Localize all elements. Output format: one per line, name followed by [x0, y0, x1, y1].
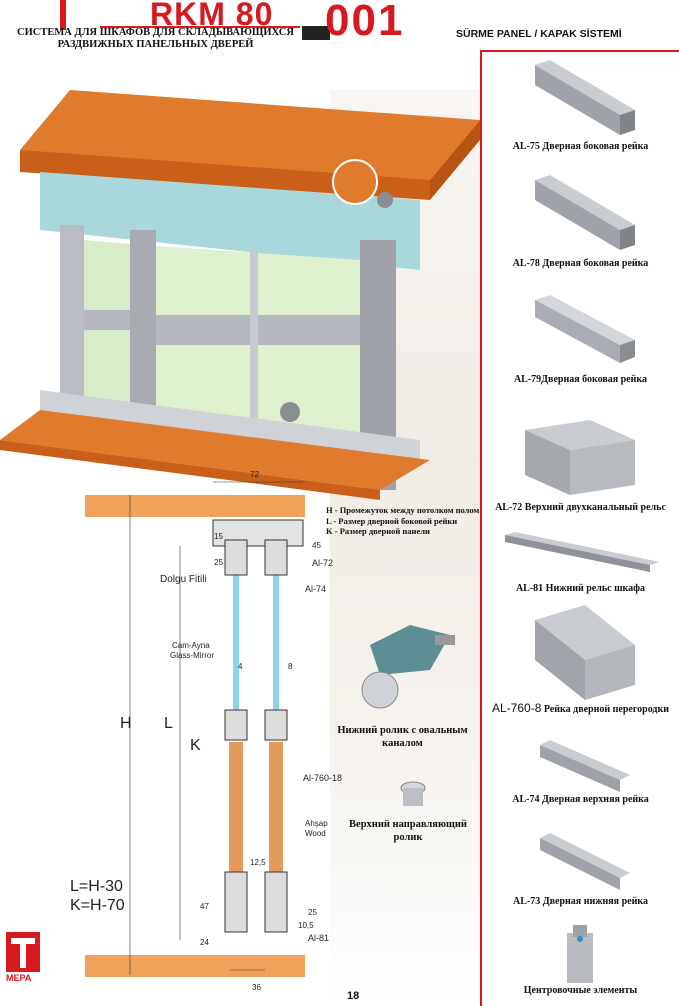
dim-25: 25	[214, 558, 223, 567]
legend-l: L - Размер дверной боковой рейки	[326, 515, 458, 526]
label-wood-tr: Ahşap	[305, 819, 328, 828]
system-title: SÜRME PANEL / KAPAK SİSTEMİ	[456, 28, 622, 40]
product-al79-label: AL-79Дверная боковая рейка	[513, 374, 648, 385]
product-al81-label: AL-81 Нижний рельс шкафа	[515, 583, 646, 594]
cabinet-illustration	[0, 90, 480, 500]
al72-image	[525, 420, 635, 495]
label-glass-tr: Cam-Ayna	[172, 641, 210, 650]
dim-36: 36	[252, 983, 261, 992]
section-drawing	[85, 481, 305, 977]
product-al74-label: AL-74 Дверная верхняя рейка	[512, 794, 649, 805]
page-subtitle: СИСТЕМА ДЛЯ ШКАФОВ ДЛЯ СКЛАДЫВАЮЩИХСЯ РА…	[17, 27, 294, 50]
dim-4: 4	[238, 662, 243, 671]
caption-upper-roller: Верхний направляющий ролик	[349, 819, 467, 843]
label-H: H	[120, 715, 132, 732]
label-wood-en: Wood	[305, 829, 326, 838]
dim-10-5: 10,5	[298, 921, 314, 930]
dim-45: 45	[312, 541, 321, 550]
al73-image	[540, 833, 630, 890]
dim-24: 24	[200, 938, 209, 947]
al78-image	[535, 175, 635, 250]
header-accent-bar	[60, 0, 66, 30]
product-centering-label: Центровочные элементы	[523, 985, 638, 996]
label-al74: Al-74	[305, 584, 327, 594]
lower-roller-image	[361, 625, 455, 709]
product-al72-label: AL-72 Верхний двухканальный рельс	[495, 502, 666, 513]
product-al78-label: AL-78 Дверная боковая рейка	[512, 258, 649, 269]
label-al760: Al-760-18	[303, 773, 343, 783]
al79-image	[535, 295, 635, 363]
dim-72: 72	[250, 470, 259, 479]
dim-12-5: 12,5	[250, 858, 266, 867]
al81-image	[505, 532, 660, 572]
caption-lower-roller: Нижний ролик с овальным каналом	[337, 725, 468, 749]
formula-l: L=H-30	[70, 878, 123, 895]
mepa-logo	[6, 932, 40, 972]
al760-text: Рейка дверной перегородки	[543, 704, 669, 715]
product-code: 001	[325, 0, 405, 45]
al74-image	[540, 740, 630, 792]
al760-image	[535, 605, 635, 700]
product-al75-label: AL-75 Дверная боковая рейка	[512, 141, 649, 152]
dimension-legend: H - Промежуток между потолком полом L - …	[326, 505, 486, 537]
label-al81: Al-81	[308, 933, 330, 943]
al75-image	[535, 60, 635, 135]
label-glass-en: Glass-Mirror	[170, 651, 214, 660]
dim-47: 47	[200, 902, 209, 911]
formula-k: K=H-70	[70, 897, 125, 914]
product-al760-label: AL-760-8 Рейка дверной перегородки	[482, 701, 679, 717]
label-L: L	[164, 715, 173, 732]
label-dolgu: Dolgu Fitili	[160, 574, 207, 585]
legend-h: H - Промежуток между потолком полом	[326, 505, 480, 515]
legend-k: K - Размер дверной панели	[326, 526, 430, 536]
centering-elements-image	[567, 925, 593, 983]
title-rule	[100, 26, 300, 28]
label-K: K	[190, 737, 201, 754]
dim-15: 15	[214, 532, 223, 541]
title-block	[302, 26, 330, 40]
label-al72: Al-72	[312, 558, 334, 568]
series-title: RKM 80	[150, 0, 274, 32]
dim-25b: 25	[308, 908, 317, 917]
upper-roller-image	[400, 781, 426, 806]
dim-8: 8	[288, 662, 293, 671]
page-number: 18	[347, 990, 360, 1002]
product-al73-label: AL-73 Дверная нижняя рейка	[513, 896, 648, 907]
al760-code: AL-760-8	[492, 701, 542, 715]
logo-text: MEPA	[6, 973, 32, 983]
